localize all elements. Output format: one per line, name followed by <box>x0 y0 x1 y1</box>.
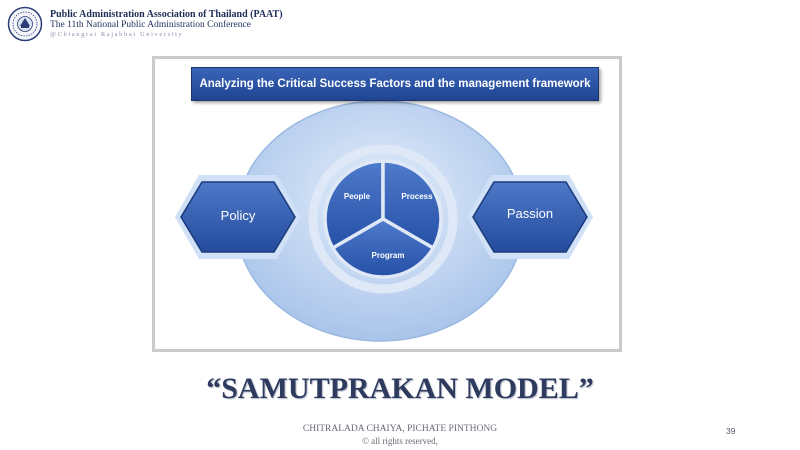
segment-program <box>330 216 436 279</box>
policy-label: Policy <box>220 208 256 223</box>
diagram-graphic <box>175 100 593 342</box>
people-label: People <box>343 192 371 201</box>
header-text: Public Administration Association of Tha… <box>50 10 370 39</box>
conference-name: The 11th National Public Administration … <box>50 20 251 30</box>
management-framework-diagram: Analyzing the Critical Success Factors a… <box>155 59 625 355</box>
diagram-frame: Analyzing the Critical Success Factors a… <box>152 56 622 352</box>
program-label: Program <box>371 251 405 260</box>
policy-hexagon <box>180 181 296 253</box>
page-number: 39 <box>726 426 736 436</box>
footer-authors: CHITRALADA CHAIYA, PICHATE PINTHONG <box>302 424 498 434</box>
framework-banner: Analyzing the Critical Success Factors a… <box>191 67 599 101</box>
footer-rights: © all rights reserved, <box>362 436 438 446</box>
model-title: “SAMUTPRAKAN MODEL” <box>206 372 594 405</box>
process-label: Process <box>401 192 433 201</box>
cycle-ring <box>308 144 458 294</box>
paat-logo <box>7 6 43 42</box>
passion-hexagon <box>472 181 588 253</box>
passion-label: Passion <box>506 206 554 221</box>
venue-text: @Chiangrai Rajabhat University <box>50 31 184 38</box>
organization-name: Public Administration Association of Tha… <box>50 9 283 20</box>
